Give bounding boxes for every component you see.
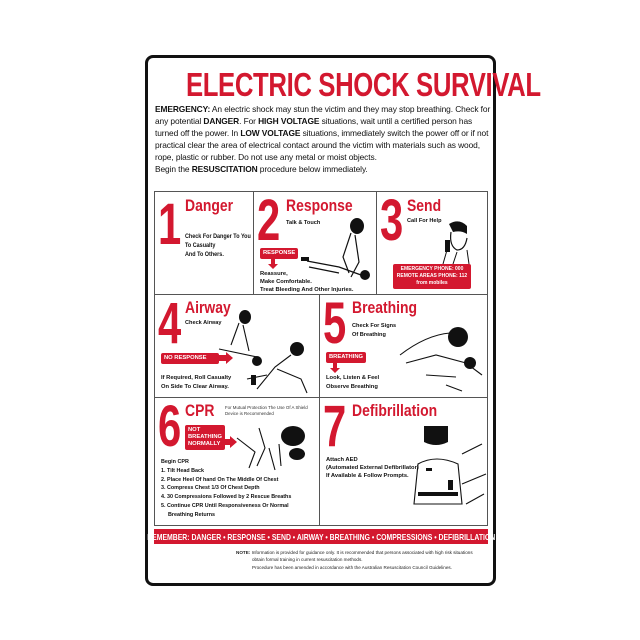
step-cpr: 6 CPR For Mutual Protection The Use Of A… [155, 398, 320, 525]
response-illustration-icon [301, 218, 370, 280]
paragraph-text: procedure below immediately. [257, 164, 368, 174]
defibrillator-illustration-icon [413, 426, 487, 505]
sign-title: ELECTRIC SHOCK SURVIVAL [185, 66, 541, 103]
shield-note: For Mutual Protection The Use Of A Shiel… [225, 405, 308, 416]
paragraph-text: An electric shock may stun the victim an… [155, 104, 491, 126]
emphasis-text: RESUSCITATION [191, 164, 258, 174]
step-number: 1 [158, 192, 182, 257]
breathing-tag: BREATHING [326, 352, 367, 363]
disclaimer-note: NOTE: Information is provided for guidan… [236, 550, 473, 570]
steps-row-3: 6 CPR For Mutual Protection The Use Of A… [155, 398, 487, 525]
cpr-illustration-icon [236, 426, 305, 471]
emphasis-text: LOW VOLTAGE [240, 128, 301, 138]
step-title: CPR [185, 401, 215, 420]
step-subtitle: Talk & Touch [286, 220, 321, 226]
step-title: Danger [185, 196, 234, 215]
paragraph-text: . For [239, 116, 259, 126]
step-number: 3 [380, 192, 404, 253]
emphasis-text: EMERGENCY: [155, 104, 211, 114]
step-number: 4 [158, 295, 182, 356]
emphasis-text: DANGER [203, 116, 240, 126]
step-send: 3 Send Call For Help EMERGENCY PHONE: 00… [377, 192, 487, 294]
no-response-tag: NO RESPONSE [161, 353, 219, 364]
breathing-illustration-icon [399, 327, 483, 392]
step-defibrillation: 7 Defibrillation Attach AED(Automated Ex… [320, 398, 487, 525]
step-text: Reassure,Make Comfortable.Treat Bleeding… [260, 271, 354, 293]
remember-banner: REMEMBER: DANGER • RESPONSE • SEND • AIR… [147, 529, 495, 544]
step-title: Response [286, 196, 353, 215]
step-text: Attach AED(Automated External Defibrilla… [326, 457, 419, 479]
step-number: 6 [158, 398, 182, 459]
steps-row-2: 4 Airway Check Airway NO RESPONSE If Req… [155, 295, 487, 398]
step-number: 5 [323, 295, 347, 356]
electric-shock-sign: ELECTRIC SHOCK SURVIVAL EMERGENCY: An el… [145, 55, 541, 586]
emergency-paragraph: EMERGENCY: An electric shock may stun th… [155, 103, 492, 175]
step-response: 2 Response Talk & Touch RESPONSE Reassur… [254, 192, 377, 294]
step-subtitle: Call For Help [407, 218, 442, 224]
airway-illustration-icon [218, 310, 308, 394]
paragraph-text: Begin the [155, 164, 192, 174]
phone-caller-illustration-icon [442, 221, 470, 264]
step-title: Breathing [352, 298, 418, 317]
paragraph-text: situations, wait until a certified perso… [155, 116, 473, 138]
arrow-down-icon [268, 259, 278, 269]
emphasis-text: HIGH VOLTAGE [258, 116, 320, 126]
step-airway: 4 Airway Check Airway NO RESPONSE If Req… [155, 295, 320, 397]
arrow-right-icon [223, 436, 237, 448]
step-subtitle: Check Airway [185, 320, 222, 326]
arrow-down-icon [330, 363, 340, 373]
step-title: Defibrillation [352, 401, 438, 420]
step-number: 7 [323, 398, 347, 459]
step-number: 2 [257, 192, 281, 253]
step-title: Airway [185, 298, 231, 317]
arrow-right-icon [219, 352, 233, 364]
paragraph-text: situations, immediately switch the power… [155, 128, 489, 162]
step-title: Send [407, 196, 442, 215]
response-tag: RESPONSE [260, 248, 299, 259]
